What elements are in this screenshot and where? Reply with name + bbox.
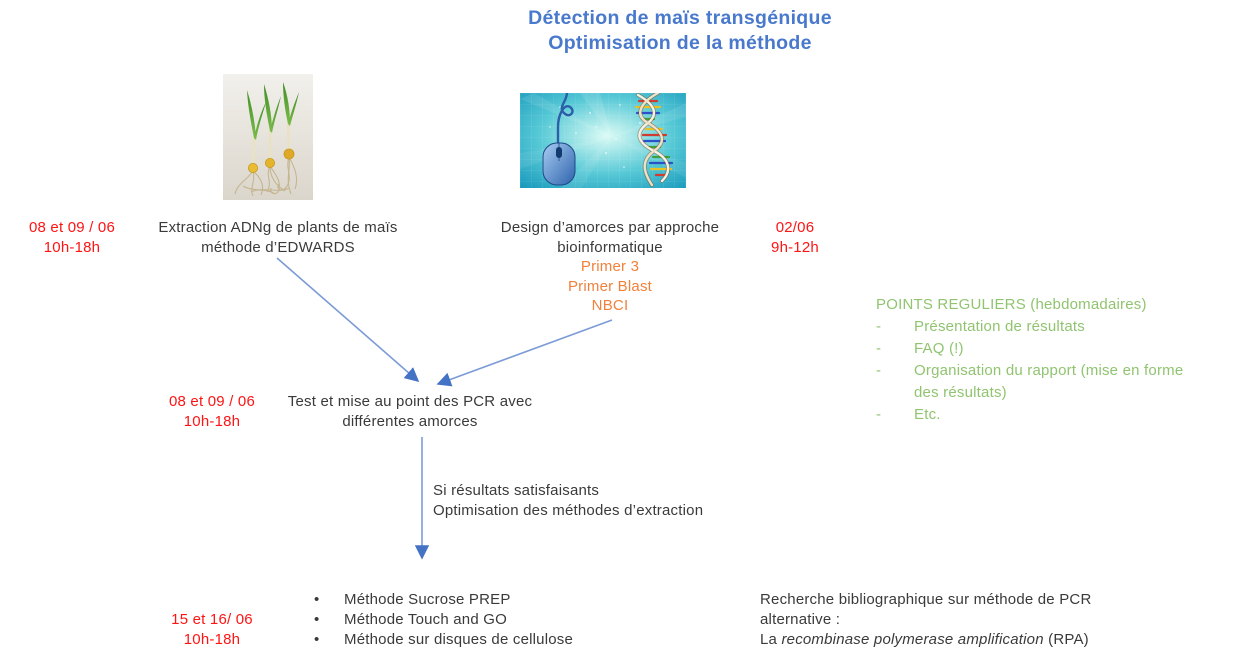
bullet-marker: • [314, 631, 320, 648]
date-extraction: 08 et 09 / 06 10h-18h [10, 218, 134, 257]
arrow-design-to-pcr [436, 319, 613, 387]
bioinformatics-dna-image [520, 93, 686, 188]
regular-points-item: - FAQ (!) [876, 338, 1224, 360]
methods-list: • Méthode Sucrose PREP • Méthode Touch a… [314, 590, 573, 650]
method-item: • Méthode Touch and GO [314, 611, 507, 628]
page-title-line1: Détection de maïs transgénique [528, 7, 832, 29]
condition-line2: Optimisation des méthodes d’extraction [433, 501, 704, 519]
method-item: • Méthode sur disques de cellulose [314, 631, 574, 648]
regular-points-item: - Présentation de résultats [876, 316, 1224, 338]
condition-line1: Si résultats satisfaisants [433, 482, 600, 499]
biblio-line3: La recombinase polymerase amplification … [760, 630, 1200, 650]
date-design-line2: 9h-12h [771, 238, 819, 256]
maize-sprouts-graphic [223, 74, 313, 200]
design-tool: NBCI [591, 297, 629, 314]
date-methods: 15 et 16/ 06 10h-18h [150, 610, 274, 650]
dash-marker: - [876, 318, 882, 335]
date-methods-line2: 10h-18h [183, 631, 241, 648]
date-pcr-line1: 08 et 09 / 06 [168, 393, 255, 410]
dash-marker: - [876, 362, 882, 379]
page-title-line2: Optimisation de la méthode [548, 32, 812, 54]
biblio-line1: Recherche bibliographique sur méthode de… [760, 591, 1092, 608]
biblio-line2: alternative : [760, 611, 841, 628]
regular-points-title: POINTS REGULIERS (hebdomadaires) [876, 296, 1147, 313]
step-design-line1: Design d’amorces par approche [500, 219, 720, 236]
dash-marker: - [876, 406, 882, 423]
design-tool: Primer Blast [567, 277, 653, 295]
step-extraction-line1: Extraction ADNg de plants de maïs [158, 219, 398, 236]
step-pcr-line2: différentes amorces [342, 412, 478, 430]
date-pcr-test: 08 et 09 / 06 10h-18h [150, 392, 274, 431]
step-design: Design d’amorces par approche bioinforma… [458, 218, 762, 316]
step-pcr-line1: Test et mise au point des PCR avec [287, 393, 533, 410]
date-pcr-line2: 10h-18h [183, 412, 241, 430]
maize-sprouts-image [223, 74, 313, 200]
step-extraction-line2: méthode d’EDWARDS [201, 238, 355, 256]
bullet-marker: • [314, 611, 320, 628]
biblio-note: Recherche bibliographique sur méthode de… [760, 590, 1200, 650]
step-extraction-text: Extraction ADNg de plants de maïs méthod… [136, 218, 420, 257]
arrow-extraction-to-pcr [276, 257, 420, 383]
condition-note: Si résultats satisfaisants Optimisation … [433, 481, 703, 520]
biblio-line3-prefix: La [760, 631, 782, 648]
regular-points-item: - Organisation du rapport (mise en forme… [876, 360, 1224, 404]
regular-points-block: POINTS REGULIERS (hebdomadaires) - Prése… [876, 294, 1224, 426]
step-design-line2: bioinformatique [557, 238, 663, 256]
dash-marker: - [876, 340, 882, 357]
step-pcr-test-text: Test et mise au point des PCR avec diffé… [248, 392, 572, 431]
biblio-line3-italic: recombinase polymerase amplification [781, 631, 1044, 648]
date-extraction-line1: 08 et 09 / 06 [28, 219, 115, 236]
date-design-line1: 02/06 [775, 219, 815, 236]
dna-helix-mouse-graphic [520, 93, 686, 188]
method-item: • Méthode Sucrose PREP [314, 591, 511, 608]
bullet-marker: • [314, 591, 320, 608]
date-design: 02/06 9h-12h [752, 218, 838, 257]
date-methods-line1: 15 et 16/ 06 [171, 611, 253, 628]
biblio-line3-suffix: (RPA) [1043, 631, 1089, 648]
regular-points-item: - Etc. [876, 404, 1224, 426]
design-tool: Primer 3 [580, 258, 640, 275]
date-extraction-line2: 10h-18h [43, 238, 101, 256]
page-title: Détection de maïs transgénique Optimisat… [370, 6, 990, 56]
